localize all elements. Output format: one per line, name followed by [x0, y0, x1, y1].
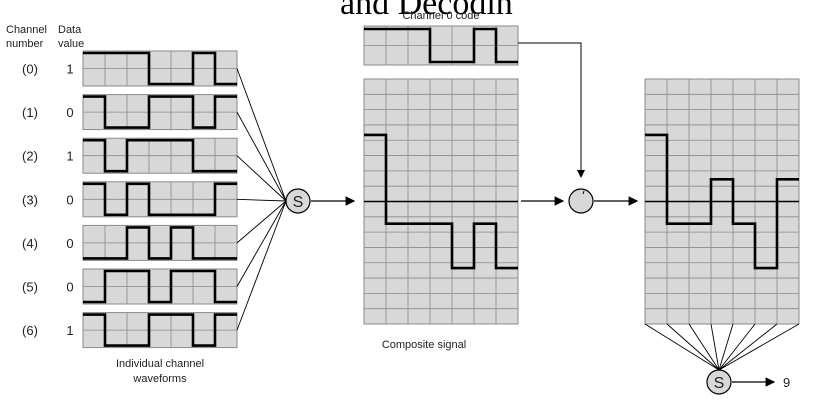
connector-line: [236, 68, 287, 202]
channel-waveforms: (0) 1 (1) 0 (2) 1 (3) 0 (4) 0 (5) 0 (6) 1: [22, 50, 238, 349]
channel-connector-lines: [236, 68, 287, 331]
channel-waveform: [83, 269, 237, 304]
decoded-connector-line: [718, 323, 778, 371]
channel-number-header-line2: number: [6, 38, 44, 50]
decoded-line: [645, 133, 799, 270]
multiplier-tick: [582, 190, 585, 195]
channel-waveform: [83, 182, 237, 217]
decoded-connector-line: [718, 323, 756, 371]
decoded-connector-line: [718, 323, 734, 371]
channel-label: (3): [22, 192, 38, 207]
sum-node-right: [706, 369, 732, 395]
channel-data-value: 0: [66, 105, 73, 120]
channel-data-value: 0: [66, 280, 73, 295]
decoded-connector-line: [710, 323, 720, 371]
sum-node-left: [285, 188, 311, 214]
connector-line: [236, 200, 287, 331]
code0-to-multiplier-arrow: [518, 42, 585, 178]
individual-caption-line2: waveforms: [132, 373, 187, 385]
channel-number-header-line1: Channel: [6, 24, 47, 36]
channel-data-value: 1: [66, 323, 73, 338]
output-value: 9: [783, 375, 790, 390]
channel-waveform: [83, 95, 237, 129]
channel-data-value: 1: [66, 149, 73, 164]
connector-line: [236, 200, 287, 287]
individual-caption-line1: Individual channel: [116, 358, 204, 370]
composite-line: [364, 133, 518, 270]
channel-label: (1): [22, 105, 38, 120]
decoded-connector-line: [644, 323, 720, 371]
channel-data-value: 1: [66, 62, 73, 77]
channel-waveform: [83, 51, 237, 86]
channel-waveform: [83, 226, 237, 260]
channel-data-value: 0: [66, 192, 73, 207]
decoded-signal-plot: [644, 78, 800, 325]
channel-waveform: [83, 313, 237, 347]
sum-symbol-left: S: [293, 194, 304, 211]
connector-line: [236, 111, 287, 202]
channel-label: (4): [22, 236, 38, 251]
channel0-code-line: [364, 27, 518, 64]
data-value-header-line1: Data: [58, 24, 82, 36]
multiplier-node: [568, 188, 594, 214]
channel-label: (0): [22, 62, 38, 77]
decoded-connector-lines: [644, 323, 800, 371]
channel-waveform: [83, 138, 237, 173]
channel-label: (6): [22, 323, 38, 338]
decoded-connector-line: [666, 323, 720, 371]
channel-data-value: 0: [66, 236, 73, 251]
title-fragment: and Decodin: [340, 0, 513, 22]
channel0-code-waveform: [363, 25, 519, 66]
connector-line: [236, 198, 287, 202]
connector-line: [236, 155, 287, 202]
decoded-connector-line: [718, 323, 800, 371]
decoded-connector-line: [688, 323, 720, 371]
channel-label: (5): [22, 280, 38, 295]
connector-line: [236, 200, 287, 244]
sum-symbol-right: S: [714, 375, 725, 392]
channel-label: (2): [22, 149, 38, 164]
composite-signal-caption: Composite signal: [382, 339, 466, 351]
data-value-header-line2: value: [58, 38, 84, 50]
composite-signal-plot: [363, 78, 519, 325]
channel0-code-label: Channel 0 code: [402, 10, 479, 22]
